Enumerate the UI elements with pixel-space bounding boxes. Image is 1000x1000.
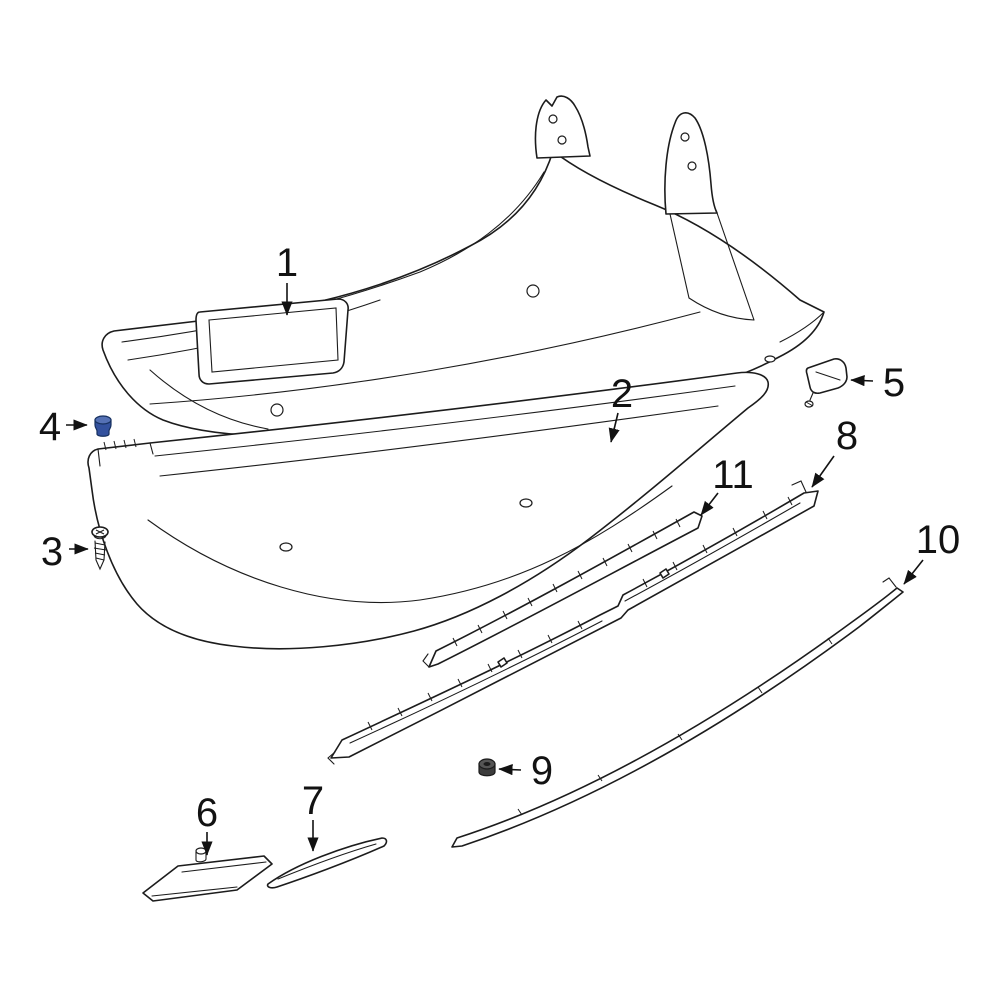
callout-number-3: 3 bbox=[41, 530, 63, 574]
part-3-phillips-slot bbox=[95, 529, 105, 535]
part-1-wheel-arch-line bbox=[149, 369, 269, 430]
part-2-lower-crease bbox=[147, 485, 673, 603]
part-7-inner-line bbox=[277, 843, 377, 880]
part-3-collar bbox=[93, 534, 107, 540]
part-3-shaft bbox=[94, 540, 106, 571]
callout-number-4: 4 bbox=[39, 405, 61, 449]
fin-hole bbox=[557, 135, 567, 145]
part-6-stud-top bbox=[195, 847, 207, 855]
part-6-outline bbox=[142, 855, 273, 902]
mount-hole bbox=[764, 355, 776, 363]
part-2-tab-hatching bbox=[103, 438, 137, 451]
part-8-inner-line bbox=[349, 502, 801, 744]
callout-arrow-8 bbox=[811, 455, 835, 488]
part-9-center-hole bbox=[483, 762, 491, 766]
part-5-tow-eye-bracket bbox=[804, 358, 848, 408]
part-9-grommet bbox=[478, 758, 496, 777]
part-3-screw bbox=[91, 526, 109, 571]
fin-hole bbox=[687, 161, 697, 171]
part-3-threads bbox=[93, 542, 107, 561]
part-8-clip-tab bbox=[497, 657, 508, 668]
part-8-clip-tab bbox=[659, 568, 670, 579]
part-1-recess-inner-line bbox=[208, 307, 339, 373]
part-10-lower-molding-strip bbox=[451, 577, 904, 848]
part-4-retainer-nut-highlighted bbox=[94, 415, 112, 437]
part-6-fold-lines bbox=[151, 861, 267, 897]
part-8-clip-ticks bbox=[367, 496, 793, 731]
callout-number-8: 8 bbox=[836, 414, 858, 458]
callout-layer: 1 2 3 4 5 6 7 8 9 10 11 bbox=[39, 241, 961, 856]
callout-number-7: 7 bbox=[302, 779, 324, 823]
part-11-end-hook bbox=[422, 653, 430, 668]
part-5-screw-slot bbox=[805, 401, 814, 407]
callout-number-2: 2 bbox=[611, 372, 633, 416]
callout-arrow-5 bbox=[850, 375, 874, 387]
part-8-lower-trim-molding bbox=[327, 480, 819, 765]
part-2-lower-bumper-cover bbox=[87, 371, 770, 650]
part-11-impact-strip bbox=[422, 511, 703, 668]
part-1-left-bracket-fin bbox=[534, 95, 591, 159]
part-11-clip-ticks bbox=[452, 518, 681, 647]
sensor-hole bbox=[526, 284, 540, 298]
callout-number-6: 6 bbox=[196, 791, 218, 835]
part-2-top-crease bbox=[154, 385, 736, 457]
part-4-top bbox=[94, 415, 112, 425]
callout-arrow-11 bbox=[700, 492, 719, 516]
callout-number-1: 1 bbox=[276, 241, 298, 285]
part-10-end-hook bbox=[882, 577, 897, 588]
part-8-outline bbox=[330, 490, 819, 759]
part-1-right-edge-line bbox=[779, 311, 825, 343]
part-7-side-trim-molding bbox=[266, 837, 388, 889]
part-8-right-hook bbox=[791, 480, 807, 493]
sensor-hole bbox=[519, 498, 533, 508]
callout-number-9: 9 bbox=[531, 749, 553, 793]
callout-number-10: 10 bbox=[916, 518, 961, 562]
part-1-upper-bumper-cover bbox=[101, 95, 825, 437]
sensor-hole bbox=[279, 542, 293, 552]
part-10-outline bbox=[451, 587, 904, 848]
callout-arrow-2 bbox=[608, 412, 620, 443]
part-2-mid-crease bbox=[159, 405, 719, 477]
callout-arrow-10 bbox=[903, 559, 924, 585]
part-1-lower-crease bbox=[149, 311, 701, 405]
callout-number-5: 5 bbox=[883, 361, 905, 405]
part-11-outline bbox=[428, 511, 703, 668]
part-8-left-tab bbox=[327, 751, 336, 765]
callout-arrow-9 bbox=[498, 764, 522, 776]
part-2-tab-edges bbox=[97, 442, 154, 467]
fin-hole bbox=[680, 132, 690, 142]
part-7-outline bbox=[266, 837, 388, 889]
part-5-pin bbox=[809, 392, 814, 401]
part-5-fold-line bbox=[815, 371, 841, 381]
part-6-reflector-bracket bbox=[142, 847, 273, 902]
fin-hole bbox=[548, 114, 558, 124]
part-10-clip-ticks bbox=[517, 637, 833, 816]
sensor-hole bbox=[270, 403, 284, 417]
callout-number-11: 11 bbox=[712, 453, 754, 497]
part-1-inner-corner-panel bbox=[669, 209, 755, 321]
